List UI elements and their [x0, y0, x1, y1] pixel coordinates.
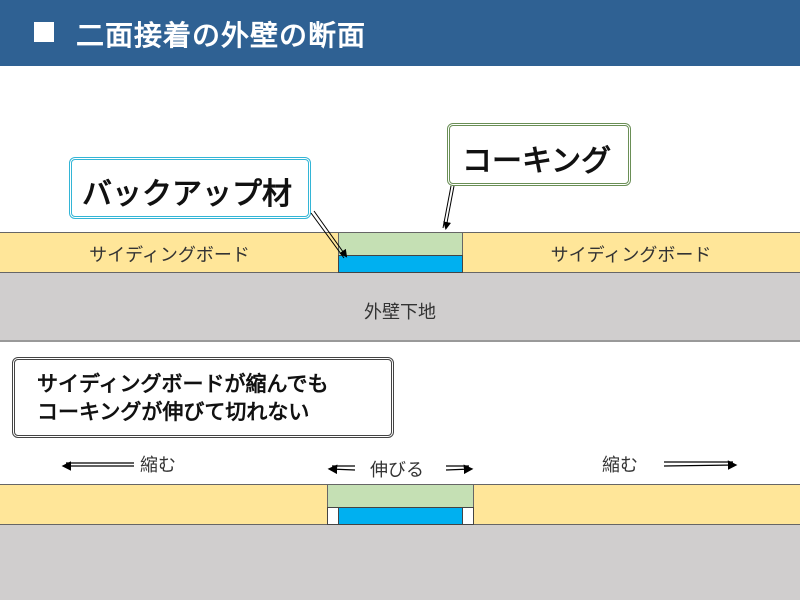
shrink-left-label: 縮む	[140, 455, 176, 476]
note-line-2: コーキングが伸びて切れない	[37, 400, 310, 424]
stretch-label: 伸びる	[370, 460, 424, 481]
shrink-right-label: 縮む	[602, 455, 638, 476]
siding-board-left-label: サイディングボード	[89, 245, 250, 266]
callout-caulking: コーキング	[447, 123, 631, 186]
wall-base	[0, 273, 800, 342]
wall-base-bottom	[0, 525, 800, 600]
callout-backup-material: バックアップ材	[69, 157, 311, 219]
siding-board-right-shrunk	[473, 484, 800, 525]
shrink-right-arrow	[663, 460, 738, 470]
caulking-stretched	[327, 484, 474, 508]
wall-base-label: 外壁下地	[364, 302, 436, 323]
page-title: 二面接着の外壁の断面	[76, 19, 367, 52]
siding-board-right-label: サイディングボード	[550, 245, 712, 266]
stretch-right-arrow	[445, 464, 474, 475]
shrink-left-arrow	[61, 461, 134, 471]
backup-material-bottom	[338, 507, 463, 525]
siding-board-left	[0, 232, 339, 273]
caulking	[338, 232, 463, 256]
bullet-square-icon	[34, 22, 54, 42]
note-line-1: サイディングボードが縮んでも	[37, 372, 329, 396]
siding-board-left-shrunk	[0, 484, 328, 525]
caulk-pointer-arrow	[442, 185, 455, 230]
header-bar	[0, 0, 800, 66]
siding-board-right	[462, 232, 800, 273]
stretch-left-arrow	[327, 464, 356, 475]
backup-material	[338, 255, 463, 273]
note-box: サイディングボードが縮んでも コーキングが伸びて切れない	[12, 357, 394, 438]
backup-pointer-arrow	[310, 210, 348, 259]
